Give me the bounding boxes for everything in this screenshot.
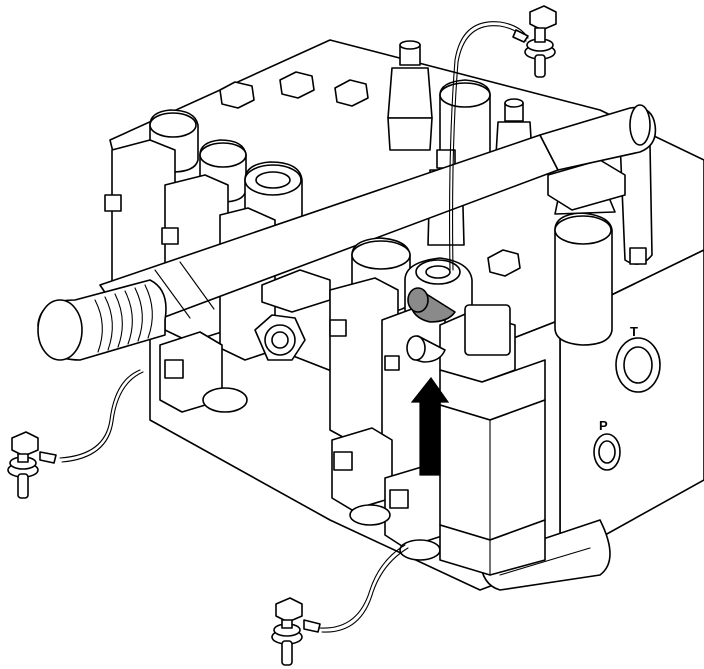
ports: T P xyxy=(593,324,661,471)
right-valve-assembly xyxy=(547,134,653,346)
center-fitting xyxy=(254,269,331,361)
bellows-boot xyxy=(37,279,167,361)
pressure-port-label: P xyxy=(599,418,608,433)
tank-port xyxy=(615,337,661,393)
front-valve-stack xyxy=(329,237,473,561)
ground-wire-left xyxy=(59,369,141,459)
connector-tab-2 xyxy=(161,227,179,245)
hex-plug-3 xyxy=(334,79,369,107)
hex-plug-1 xyxy=(219,81,255,109)
pointer-arrow xyxy=(410,376,450,476)
connector-tab-3 xyxy=(164,359,184,379)
ground-wires xyxy=(59,21,529,633)
connector-tab-6 xyxy=(333,451,353,471)
connector-tab-5 xyxy=(384,355,400,371)
solenoid-tower-right xyxy=(439,304,546,576)
ground-bolt-left xyxy=(7,431,57,499)
bleed-cones xyxy=(406,287,456,363)
ground-wire-top xyxy=(449,21,529,271)
up-arrow-icon xyxy=(410,376,450,476)
connector-tab-4 xyxy=(329,319,347,337)
pressure-port xyxy=(593,433,621,471)
ground-bolt-bottom xyxy=(271,597,321,666)
ground-bolt-top xyxy=(512,5,557,78)
hex-plug-4 xyxy=(487,249,521,277)
hex-plug-2 xyxy=(279,71,315,99)
tube-rod xyxy=(99,104,657,331)
ground-bolts xyxy=(7,5,557,666)
ground-wire-bottom xyxy=(319,544,406,629)
hex-plugs xyxy=(219,71,521,277)
connector-tab-7 xyxy=(389,489,409,509)
connector-tab-1 xyxy=(104,194,122,212)
tank-port-label: T xyxy=(630,324,638,339)
